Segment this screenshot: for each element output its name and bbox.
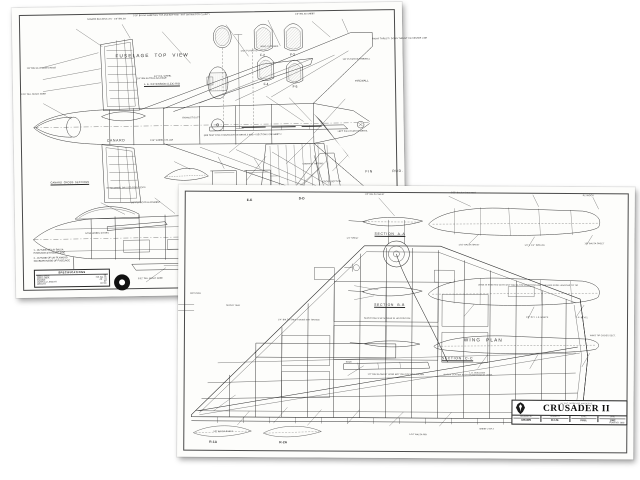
- callout: CONTROL THROWS: [302, 163, 324, 166]
- callout: 1/8" PLY. L.E. BRACE: [526, 316, 549, 319]
- svg-text:F-5: F-5: [293, 85, 298, 89]
- callout: ANTENNA: [190, 292, 201, 295]
- specifications-table: SPECIFICATIONS WING SPAN 58" WING AREA 7…: [33, 268, 111, 288]
- callout: 1/16" WHEEL COLLAR: [149, 139, 174, 142]
- label-canard: CANARD: [106, 138, 126, 143]
- title-block-model-name: CRUSADER II: [542, 403, 610, 414]
- callout: 1/4" SHEET: [346, 237, 359, 240]
- rcm-eagle-logo-icon: [515, 402, 525, 415]
- spec-label: WEIGHT: [37, 283, 46, 286]
- callout: 1/8" BALSA SHEET: [213, 430, 234, 433]
- label-section-aa: SECTION A-A: [374, 231, 406, 236]
- callout: 1/8" PLYWOOD FIREWALL: [342, 58, 371, 61]
- callout: WING IS SHEETED WITH 3/32" BALSA TOP & B…: [478, 284, 579, 288]
- rib-label: R-1A: [209, 439, 218, 444]
- callout: EXHAUST DUCT: [182, 117, 200, 120]
- plan-number-sheet-2: PLAN NO. 1092: [609, 422, 625, 425]
- svg-text:F-2: F-2: [260, 53, 265, 57]
- section-label: E-E: [246, 198, 253, 203]
- callout: 3/32" BALSA SHEETING: [450, 192, 476, 195]
- callout: 1/8" BALSA LEADING EDGE: [26, 67, 56, 70]
- callout: CROSS SECTION: [322, 180, 342, 184]
- label-rudder: RUD.: [392, 168, 404, 174]
- callout: 1/8" PLYWOOD ALIGNMENT: [130, 201, 161, 205]
- callout: 1/4" BALSA SHEET WEBS NOT SHOWN: [278, 319, 320, 322]
- rib-label: R-2A: [279, 440, 288, 445]
- callout: SERVO RAILS WITH GEAR IN UP POSITION: [364, 317, 411, 321]
- label-wing-plan: WING PLAN: [463, 337, 503, 343]
- svg-text:F-4: F-4: [264, 82, 269, 86]
- plan-sheet-2[interactable]: WING PLAN SECTION A-A SECTION B-B SECTIO…: [177, 184, 635, 460]
- callout: BLOCK CENTER SECTION BOTTOM OF WING: [443, 374, 493, 377]
- section-label: D-D: [298, 196, 305, 201]
- callout: 1/2" BALSA SHEET WING BOTTOM TOP NOT SHO…: [367, 373, 425, 377]
- callout: WING TIP CROSS SECT.: [589, 335, 616, 338]
- callout: L.E. BEVEL: [576, 317, 589, 320]
- callout: LEFT FIN LOCATION DETAIL: [337, 130, 368, 133]
- callout: RIGHT THRUST / DOWN THRUST ON CENTER LIN…: [372, 37, 428, 41]
- callout: 1/4" BALSA TRAILING EDGE: [136, 77, 167, 81]
- callout: 3/4" DIA. WHEEL: [153, 75, 172, 78]
- label-section-cc: SECTION C-C: [441, 356, 474, 361]
- title-block-sheet-2[interactable]: BY R.C. MODELER MAGAZINE CRUSADER II DES…: [511, 399, 628, 426]
- sheet-2-linework: [177, 185, 635, 460]
- label-lex-rib: L. E. EXTENSION (LEX) RIB: [143, 82, 180, 87]
- svg-text:F-3: F-3: [290, 53, 295, 57]
- label-firewall: FIREWALL: [354, 79, 369, 83]
- callout: 1/16" BALSA RIB: [409, 434, 427, 437]
- callout: 1/4" x 1/4" SPRUCE: [524, 244, 545, 247]
- callout: WING OUTLINES: [260, 45, 279, 49]
- callout: 1/8" BALSA SHEET: [364, 193, 385, 196]
- label-section-bb: SECTION B-B: [374, 302, 406, 307]
- callout: CANARD BUILDING JIG - 1/8" BALSA: [86, 18, 126, 21]
- sheet-number-sheet-2: SHEET 2 OF 2: [479, 428, 494, 431]
- callout: 1/8" BALSA SHEET: [294, 13, 315, 16]
- callout: PLYWOOD: [582, 195, 594, 198]
- callout: NOSE WHEEL DRILLED FOR CLEVIS: [106, 187, 146, 190]
- callout: SPAR: [345, 361, 352, 364]
- callout: 3/32" DIA. MUSIC WIRE: [138, 277, 163, 281]
- callout: 1/8" BALSA SHEET: [584, 243, 605, 246]
- callout: 1/16" BALSA SHEET: [458, 244, 480, 247]
- callout: NOSE WHEEL DOORS: [85, 232, 109, 235]
- callout: SERVO TRAY: [226, 304, 241, 307]
- callout: 1/32" PLYWOOD: [240, 50, 258, 53]
- spec-value: 92 OZ.: [100, 282, 108, 285]
- callout: 1/16" DIA. MUSIC WIRE: [21, 93, 46, 96]
- construction-notes: 1 - OUTLINE OF 1/8" BALSA FUSELAGE & NAC…: [34, 249, 104, 264]
- label-fin: FIN: [365, 169, 373, 174]
